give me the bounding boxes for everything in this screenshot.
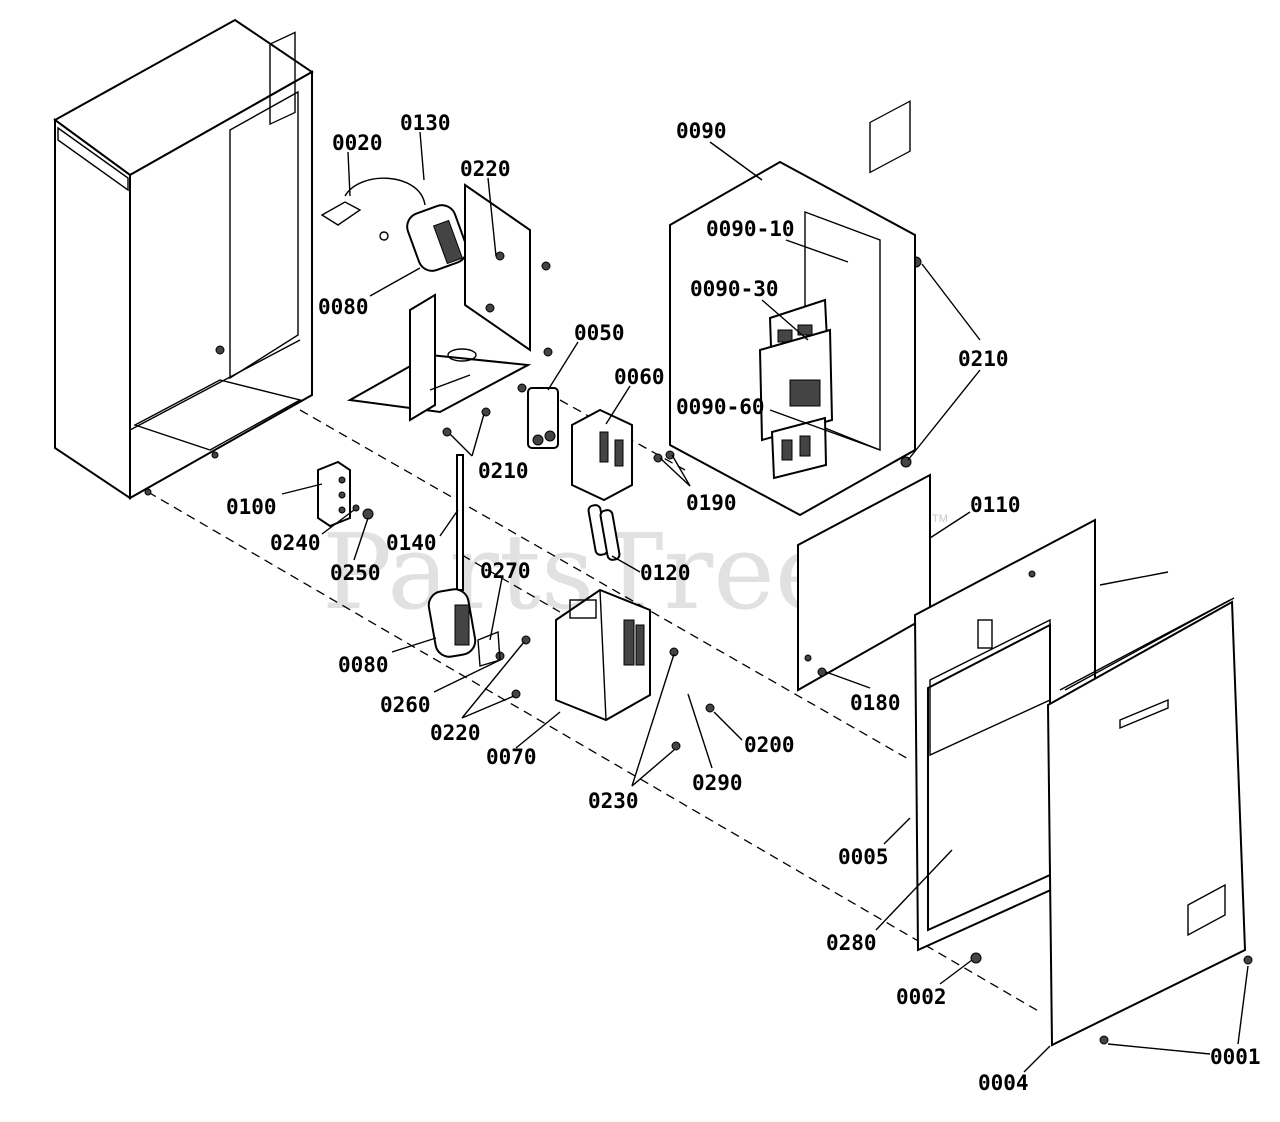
callout-0090[interactable]: 0090: [676, 119, 727, 143]
callout-0140[interactable]: 0140: [386, 531, 437, 555]
callout-0080-bottom[interactable]: 0080: [338, 653, 389, 677]
callout-0001[interactable]: 0001: [1210, 1045, 1261, 1069]
callout-labels: 0020 0130 0220 0080 0050 0060 0210 0190 …: [226, 111, 1261, 1095]
callout-0090-10[interactable]: 0090-10: [706, 217, 795, 241]
callout-0090-30[interactable]: 0090-30: [690, 277, 779, 301]
callout-0190[interactable]: 0190: [686, 491, 737, 515]
callout-0100[interactable]: 0100: [226, 495, 277, 519]
callout-0220-top[interactable]: 0220: [460, 157, 511, 181]
callout-0210-mid[interactable]: 0210: [478, 459, 529, 483]
callout-0240[interactable]: 0240: [270, 531, 321, 555]
fuse-holder: [527, 387, 559, 449]
callout-0210-right[interactable]: 0210: [958, 347, 1009, 371]
callout-leaders: [281, 131, 1249, 1073]
rod: [456, 454, 464, 591]
callout-0060[interactable]: 0060: [614, 365, 665, 389]
relay: [571, 408, 633, 502]
transfer-switch: [555, 588, 651, 722]
callout-0290[interactable]: 0290: [692, 771, 743, 795]
callout-0050[interactable]: 0050: [574, 321, 625, 345]
callout-0230[interactable]: 0230: [588, 789, 639, 813]
callout-0180[interactable]: 0180: [850, 691, 901, 715]
terminal-block: [317, 460, 351, 528]
callout-0120[interactable]: 0120: [640, 561, 691, 585]
watermark-tm: TM: [932, 513, 948, 525]
callout-0280[interactable]: 0280: [826, 931, 877, 955]
control-board-assembly: [669, 160, 916, 517]
screws: [352, 251, 1253, 1045]
callout-0070[interactable]: 0070: [486, 745, 537, 769]
callout-0002[interactable]: 0002: [896, 985, 947, 1009]
outer-door: [1046, 571, 1247, 1047]
callout-0130[interactable]: 0130: [400, 111, 451, 135]
enclosure-back-box: [53, 18, 314, 500]
assembly-dashed-lines: [147, 399, 1041, 1013]
callout-0270[interactable]: 0270: [480, 559, 531, 583]
fuses: [587, 504, 621, 561]
neutral-lug-bottom: [427, 588, 501, 667]
callout-0220-bottom[interactable]: 0220: [430, 721, 481, 745]
callout-0090-60[interactable]: 0090-60: [676, 395, 765, 419]
panel-bracket: [346, 183, 532, 422]
neutral-assembly: [320, 177, 468, 272]
callout-0005[interactable]: 0005: [838, 845, 889, 869]
callout-0004[interactable]: 0004: [978, 1071, 1029, 1095]
callout-0260[interactable]: 0260: [380, 693, 431, 717]
callout-0080-top[interactable]: 0080: [318, 295, 369, 319]
inner-cover-plate: [797, 100, 931, 692]
callout-0250[interactable]: 0250: [330, 561, 381, 585]
callout-0200[interactable]: 0200: [744, 733, 795, 757]
callout-0020[interactable]: 0020: [332, 131, 383, 155]
callout-0110[interactable]: 0110: [970, 493, 1021, 517]
